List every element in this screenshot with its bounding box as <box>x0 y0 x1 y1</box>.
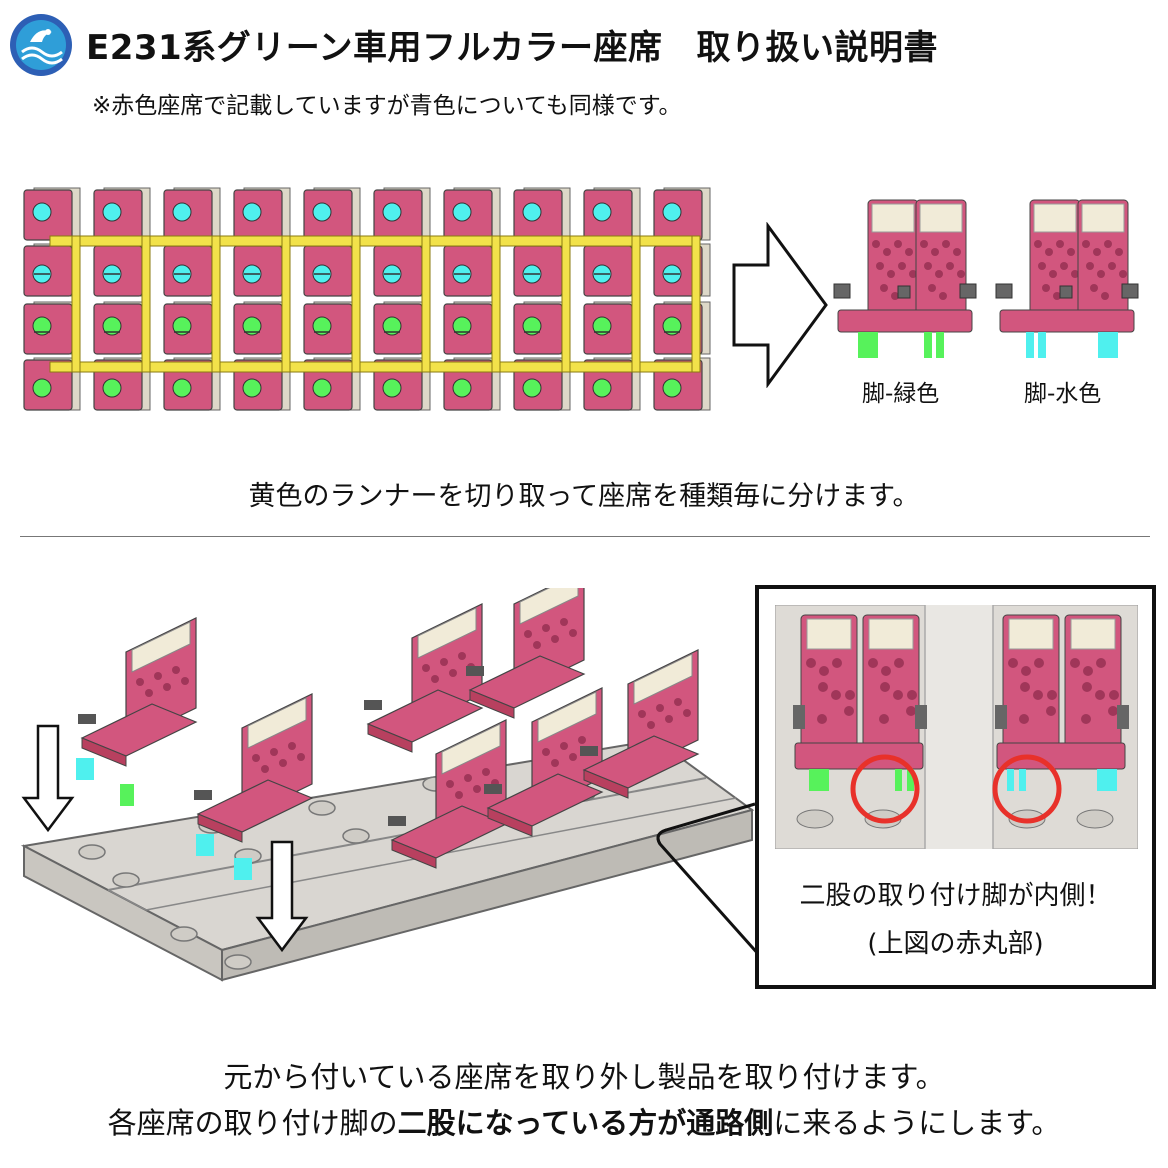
seat-part <box>443 187 501 241</box>
seat-pair-cyan-legs <box>994 198 1140 360</box>
red-highlight-circle <box>992 754 1062 824</box>
page-subtitle: ※赤色座席で記載していますが青色についても同様です。 <box>92 93 682 119</box>
seat-part <box>653 243 711 297</box>
install-instruction-1: 元から付いている座席を取り外し製品を取り付けます。 <box>223 1060 945 1094</box>
seat-unit <box>194 693 314 843</box>
maker-logo <box>8 12 74 78</box>
seat-unit <box>580 649 700 799</box>
leg-detail-note: 二股の取り付け脚が内側！ <box>799 881 1112 911</box>
section-divider <box>20 536 1150 537</box>
seat-unit <box>484 687 604 837</box>
leg-cyan-label: 脚-水色 <box>1024 381 1102 407</box>
seat-runner-illustration <box>20 186 720 412</box>
seat-part <box>583 301 641 355</box>
seat-pair-green-legs <box>832 198 978 360</box>
seat-part <box>93 187 151 241</box>
seat-part <box>653 187 711 241</box>
seat-part <box>303 187 361 241</box>
seat-part <box>23 187 81 241</box>
red-highlight-circle <box>850 754 920 824</box>
seat-unit <box>78 617 198 767</box>
seat-part <box>163 187 221 241</box>
leg-green-label: 脚-緑色 <box>862 381 940 407</box>
seat-part <box>163 301 221 355</box>
seat-unit <box>364 603 484 753</box>
seat-part <box>583 187 641 241</box>
leg-detail-reference: (上図の赤丸部) <box>867 929 1044 959</box>
leg-detail-callout: 二股の取り付け脚が内側！ (上図の赤丸部) <box>755 585 1156 989</box>
seat-unit <box>466 569 586 719</box>
seat-part <box>653 301 711 355</box>
seat-part <box>373 187 431 241</box>
page-title: E231系グリーン車用フルカラー座席取り扱い説明書 <box>86 28 938 68</box>
yellow-runner <box>49 235 701 373</box>
runner-instruction: 黄色のランナーを切り取って座席を種類毎に分けます。 <box>248 481 920 512</box>
seat-part <box>233 187 291 241</box>
install-instruction-2: 各座席の取り付け脚の二股になっている方が通路側に来るようにします。 <box>107 1106 1061 1140</box>
arrow-right-icon <box>730 221 830 389</box>
callout-pointer <box>640 800 762 960</box>
seat-installation-scene <box>16 569 786 1008</box>
seat-part <box>443 301 501 355</box>
seat-part <box>513 187 571 241</box>
leg-detail-illustration <box>774 604 1139 850</box>
arrow-down-icon <box>21 724 75 833</box>
arrow-down-icon <box>255 840 309 953</box>
